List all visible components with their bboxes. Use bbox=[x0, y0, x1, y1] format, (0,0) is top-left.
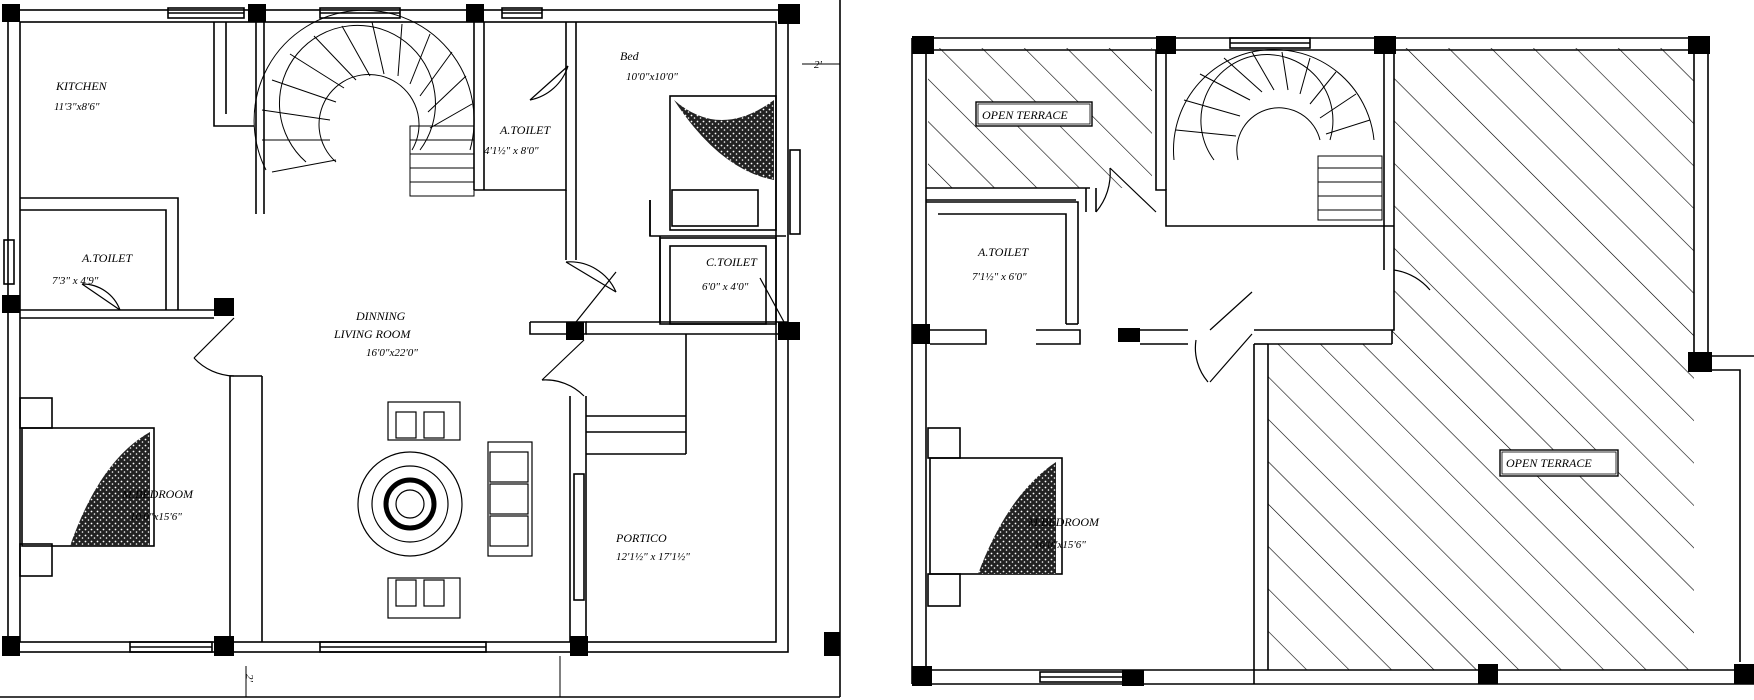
mbedroom-label: M.BEDROOM bbox=[121, 487, 194, 501]
first-mbedroom-size: 16'0"x15'6" bbox=[1034, 539, 1086, 551]
first-floor-labels: OPEN TERRACE OPEN TERRACE A.TOILET 7'1½"… bbox=[972, 108, 1592, 551]
ground-dimension-marks bbox=[245, 63, 840, 697]
first-mbedroom-label: M.BEDROOM bbox=[1027, 515, 1100, 529]
first-toilet-label: A.TOILET bbox=[977, 245, 1029, 259]
open-terrace-large-hatch bbox=[1268, 48, 1694, 670]
dinning-label: DINNING bbox=[355, 309, 406, 323]
c-toilet-size: 6'0" x 4'0" bbox=[702, 281, 749, 293]
bed-size: 10'0"x10'0" bbox=[626, 71, 678, 83]
first-toilet-size: 7'1½" x 6'0" bbox=[972, 271, 1027, 283]
first-doors bbox=[1095, 167, 1431, 383]
ground-columns bbox=[2, 4, 840, 656]
ground-floor-labels: KITCHEN 11'3"x8'6" Bed 10'0"x10'0" A.TOI… bbox=[52, 49, 823, 683]
ground-mbedroom-bed bbox=[19, 397, 155, 577]
dimension-right: 2' bbox=[814, 59, 823, 71]
kitchen-size: 11'3"x8'6" bbox=[54, 101, 100, 113]
toilet-left-label: A.TOILET bbox=[81, 251, 133, 265]
living-room-label: LIVING ROOM bbox=[333, 327, 411, 341]
ground-spiral-staircase bbox=[253, 9, 475, 197]
first-columns bbox=[912, 36, 1754, 686]
kitchen-label: KITCHEN bbox=[55, 79, 108, 93]
dimension-bottom: 2' bbox=[243, 674, 255, 683]
portico-label: PORTICO bbox=[615, 531, 667, 545]
living-room-size: 16'0"x22'0" bbox=[366, 347, 418, 359]
toilet-top-label: A.TOILET bbox=[499, 123, 551, 137]
ground-top-windows bbox=[167, 7, 543, 19]
c-toilet-label: C.TOILET bbox=[706, 255, 758, 269]
first-spiral-staircase bbox=[1173, 49, 1383, 221]
open-terrace-small-box bbox=[975, 101, 1093, 127]
left-window bbox=[3, 239, 15, 285]
open-terrace-large-box bbox=[1499, 449, 1619, 477]
open-terrace-large-label: OPEN TERRACE bbox=[1506, 456, 1592, 470]
ground-floor-plan bbox=[0, 0, 841, 698]
first-mbedroom-bed bbox=[927, 427, 1063, 607]
mbedroom-size: 10'0"x15'6" bbox=[130, 511, 182, 523]
toilet-left-size: 7'3" x 4'9" bbox=[52, 275, 99, 287]
bed-label: Bed bbox=[620, 49, 640, 63]
ground-living-furniture bbox=[357, 401, 533, 619]
first-floor-plan bbox=[911, 36, 1754, 686]
toilet-top-size: 4'1½" x 8'0" bbox=[484, 145, 539, 157]
open-terrace-small-label: OPEN TERRACE bbox=[982, 108, 1068, 122]
ground-bed-furniture bbox=[669, 95, 801, 235]
ground-bottom-windows bbox=[129, 641, 487, 653]
portico-size: 12'1½" x 17'1½" bbox=[616, 551, 690, 563]
ground-doors bbox=[81, 65, 785, 397]
